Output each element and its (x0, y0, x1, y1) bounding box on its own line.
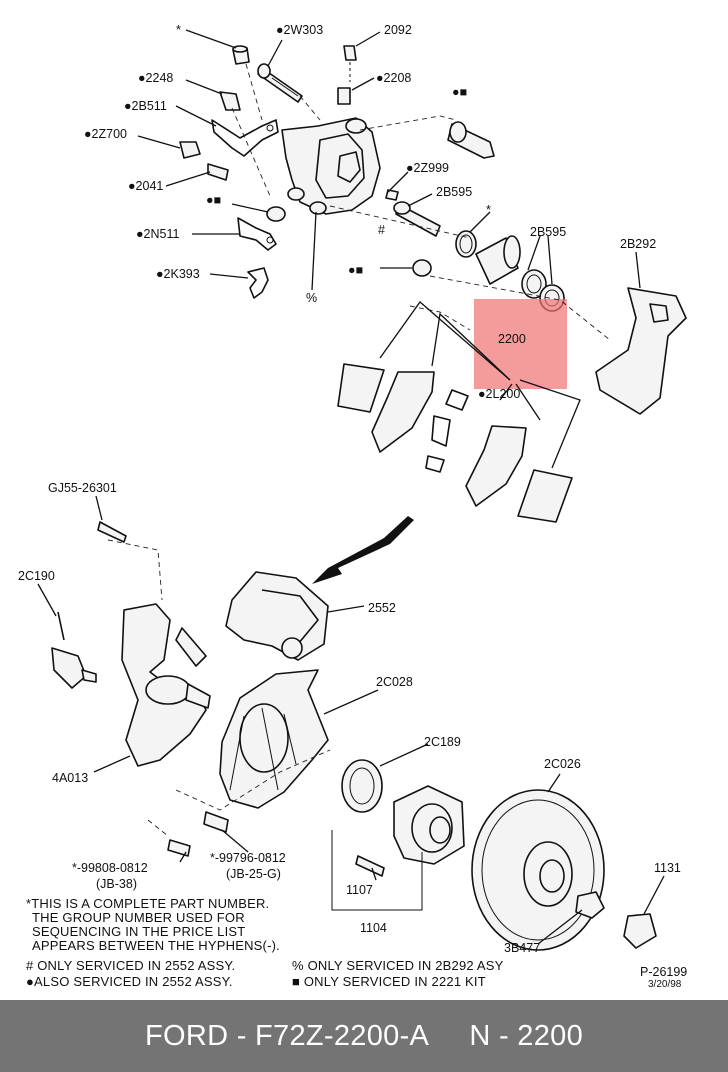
rotor-2c026 (471, 789, 605, 951)
callout-gj55-26301: GJ55-26301 (48, 481, 117, 495)
legend-pct: % ONLY SERVICED IN 2B292 ASY (292, 958, 504, 973)
highlight-box-2200 (474, 299, 567, 389)
callout-2208: ●2208 (376, 71, 411, 85)
callout-4a013: 4A013 (52, 771, 88, 785)
callout-star-top: * (176, 23, 181, 37)
callout-2n511: ●2N511 (136, 227, 180, 241)
arrow-to-assembly (312, 516, 414, 584)
legend-dot: ●ALSO SERVICED IN 2552 ASSY. (26, 974, 233, 989)
note-line-2: THE GROUP NUMBER USED FOR (32, 910, 245, 925)
bleeder-screw-2092 (343, 45, 357, 82)
callout-jb-38: (JB-38) (96, 877, 137, 891)
bracket-2b511 (211, 119, 279, 157)
bleeder-cap (232, 45, 250, 65)
nut-2z700 (179, 141, 201, 159)
note-line-4: APPEARS BETWEEN THE HYPHENS(-). (32, 938, 280, 953)
note-line-3: SEQUENCING IN THE PRICE LIST (32, 924, 245, 939)
bleeder-2b595-a (393, 201, 441, 237)
hub-1104 (393, 785, 465, 865)
seal-small-dotsq (266, 206, 286, 222)
callout-2w303: ●2W303 (276, 23, 323, 37)
brake-pad-3 (517, 469, 573, 523)
callout-jb-25-g: (JB-25-G) (226, 867, 281, 881)
bushing-dotsq-low (412, 259, 432, 277)
brake-pad-outer (337, 363, 385, 413)
brake-pad-inner (371, 371, 435, 453)
brake-pad-2 (465, 425, 527, 507)
callout-1107: 1107 (346, 883, 373, 897)
fitting-2208 (337, 87, 351, 105)
bolt-2041 (207, 163, 229, 181)
bracket-2n511 (237, 217, 277, 251)
caliper-bolt-2w303 (257, 63, 303, 103)
boot-2z999 (385, 189, 399, 201)
bolt-99796 (203, 811, 229, 833)
callout-2z999: ●2Z999 (406, 161, 449, 175)
nut-3b477 (575, 891, 605, 919)
callout-2c028: 2C028 (376, 675, 413, 689)
callout-dotsq-top: ●■ (452, 85, 467, 99)
spring-2k393 (247, 267, 269, 299)
caliper-housing (281, 117, 381, 215)
legend-hash: # ONLY SERVICED IN 2552 ASSY. (26, 958, 235, 973)
callout-2l200: ●2L200 (478, 387, 520, 401)
callout-dotsq-low: ●■ (348, 263, 363, 277)
splash-shield-2c028 (219, 669, 329, 809)
callout-1131: 1131 (654, 861, 681, 875)
callout-99808-0812: *-99808-0812 (72, 861, 148, 875)
caliper-bracket-2b292 (595, 287, 687, 415)
stud-1107 (355, 855, 385, 877)
callout-star-mid: * (486, 203, 491, 217)
callout-2c189: 2C189 (424, 735, 461, 749)
callout-2c190: 2C190 (18, 569, 55, 583)
bolt-2248 (219, 91, 241, 111)
part-number-banner: FORD - F72Z-2200-A N - 2200 (0, 1000, 728, 1072)
callout-2k393: ●2K393 (156, 267, 200, 281)
callout-2200: 2200 (498, 332, 526, 346)
callout-2092: 2092 (384, 23, 412, 37)
callout-3b477: 3B477 (504, 941, 540, 955)
callout-dotsq-mid: ●■ (206, 193, 221, 207)
note-line-1: *THIS IS A COMPLETE PART NUMBER. (26, 896, 269, 911)
callout-2552: 2552 (368, 601, 396, 615)
tone-ring-2c189 (341, 759, 383, 813)
drawing-date: 3/20/98 (648, 979, 682, 990)
callout-2z700: ●2Z700 (84, 127, 127, 141)
guide-pin-dotsq (447, 121, 495, 159)
exploded-brake-diagram: * ●2W303 2092 ●2248 ●2208 ●■ ●2B511 ●2Z7… (18, 23, 687, 990)
sensor-2c190 (51, 611, 97, 689)
caliper-assembly-2552 (225, 571, 329, 661)
piston (475, 235, 521, 285)
drawing-id: P-26199 (640, 965, 687, 979)
part-number-text: FORD - F72Z-2200-A N - 2200 (145, 1019, 583, 1052)
callout-2b595-b: 2B595 (530, 225, 566, 239)
knuckle-4a013 (121, 603, 211, 767)
cap-1131 (623, 913, 657, 949)
pad-clip-2l200 (425, 389, 469, 473)
bolt-99808 (167, 839, 191, 857)
piston-seal (455, 230, 477, 258)
callout-1104: 1104 (360, 921, 387, 935)
callout-2248: ●2248 (138, 71, 173, 85)
callout-2b292: 2B292 (620, 237, 656, 251)
callout-2c026: 2C026 (544, 757, 581, 771)
bolt-gj55 (97, 521, 127, 543)
callout-2b595-a: 2B595 (436, 185, 472, 199)
callout-leaders (37, 29, 665, 945)
callout-hash: # (378, 223, 385, 237)
callout-pct: % (306, 291, 317, 305)
callout-2b511: ●2B511 (124, 99, 167, 113)
callout-99796-0812: *-99796-0812 (210, 851, 286, 865)
callout-2041: ●2041 (128, 179, 163, 193)
legend-square: ■ ONLY SERVICED IN 2221 KIT (292, 974, 486, 989)
